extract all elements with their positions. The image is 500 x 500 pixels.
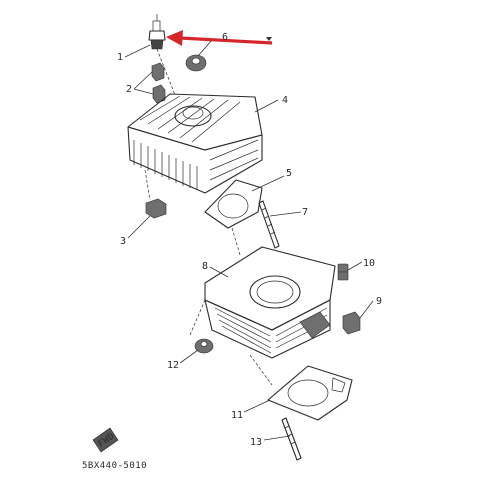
spark-plug-part[interactable] — [148, 14, 166, 50]
callout-11: 11 — [231, 410, 243, 421]
callout-13: 13 — [250, 437, 262, 448]
callout-3: 3 — [120, 236, 126, 247]
callout-1: 1 — [117, 52, 123, 63]
insert-part-lower[interactable] — [152, 84, 166, 104]
assembly-guide-lines — [144, 48, 273, 386]
leader-lines — [124, 39, 374, 441]
callout-4: 4 — [282, 95, 288, 106]
callout-8: 8 — [202, 261, 208, 272]
head-gasket-part[interactable] — [204, 179, 263, 229]
forward-direction-stamp: FWD — [92, 427, 119, 453]
nut-part-12[interactable] — [194, 338, 214, 354]
cylinder-head-part[interactable] — [127, 93, 263, 194]
base-gasket-part[interactable] — [267, 365, 353, 421]
small-direction-arrow — [266, 37, 272, 41]
stud-bolt-part-7[interactable] — [258, 200, 280, 249]
stud-bolt-part-13[interactable] — [281, 417, 302, 461]
diagram-part-code: 5BX440-5010 — [82, 461, 147, 471]
nut-part-10[interactable] — [337, 263, 349, 281]
red-arrow-annotation — [166, 30, 273, 46]
callout-12: 12 — [167, 360, 179, 371]
nut-part-6[interactable] — [185, 54, 207, 72]
insert-part-upper[interactable] — [151, 62, 165, 82]
callout-2: 2 — [126, 84, 132, 95]
callout-9: 9 — [376, 296, 382, 307]
callout-10: 10 — [363, 258, 375, 269]
callout-7: 7 — [302, 207, 308, 218]
callout-5: 5 — [286, 168, 292, 179]
cylinder-part[interactable] — [204, 246, 336, 359]
clamp-part-9[interactable] — [342, 311, 361, 335]
block-part-3[interactable] — [145, 198, 167, 219]
callout-6: 6 — [222, 32, 228, 43]
